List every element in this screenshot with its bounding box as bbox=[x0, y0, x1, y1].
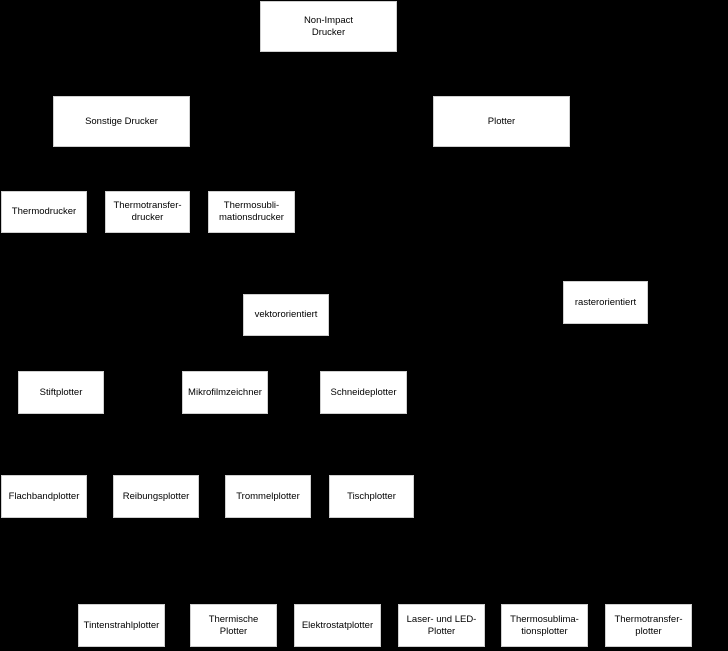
node-thermosublimationsdrucker: Thermosubli- mationsdrucker bbox=[208, 191, 295, 233]
node-mikrofilmzeichner: Mikrofilmzeichner bbox=[182, 371, 268, 414]
node-thermotransferplotter: Thermotransfer- plotter bbox=[605, 604, 692, 647]
node-vektororientiert: vektororientiert bbox=[243, 294, 329, 336]
node-schneideplotter: Schneideplotter bbox=[320, 371, 407, 414]
node-flachbandplotter: Flachbandplotter bbox=[1, 475, 87, 518]
node-thermotransferdrucker: Thermotransfer- drucker bbox=[105, 191, 190, 233]
node-plotter: Plotter bbox=[433, 96, 570, 147]
node-sonstige-drucker: Sonstige Drucker bbox=[53, 96, 190, 147]
node-laser-led-plotter: Laser- und LED- Plotter bbox=[398, 604, 485, 647]
node-thermische-plotter: Thermische Plotter bbox=[190, 604, 277, 647]
node-thermosublimationsplotter: Thermosublima- tionsplotter bbox=[501, 604, 588, 647]
node-tischplotter: Tischplotter bbox=[329, 475, 414, 518]
node-tintenstrahlplotter: Tintenstrahlplotter bbox=[78, 604, 165, 647]
node-elektrostatplotter: Elektrostatplotter bbox=[294, 604, 381, 647]
node-rasterorientiert: rasterorientiert bbox=[563, 281, 648, 324]
node-non-impact-drucker: Non-Impact Drucker bbox=[260, 1, 397, 52]
node-stiftplotter: Stiftplotter bbox=[18, 371, 104, 414]
node-trommelplotter: Trommelplotter bbox=[225, 475, 311, 518]
node-thermodrucker: Thermodrucker bbox=[1, 191, 87, 233]
node-reibungsplotter: Reibungsplotter bbox=[113, 475, 199, 518]
